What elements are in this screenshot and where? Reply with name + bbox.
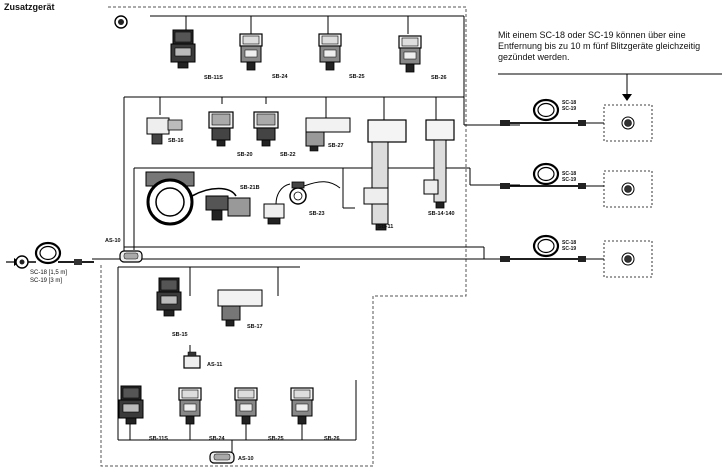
camera-cable — [6, 241, 94, 269]
label-sb26-top: SB-26 — [431, 75, 447, 81]
label-sb22: SB-22 — [280, 152, 296, 158]
label-as10-bottom: AS-10 — [238, 456, 254, 462]
flash-sb14-140 — [423, 119, 455, 209]
remote-cable-3-label: SC-18 SC-19 — [562, 240, 576, 252]
label-sb23: SB-23 — [309, 211, 325, 217]
flash-sb23 — [263, 181, 341, 225]
flash-sb25-top — [318, 33, 342, 71]
flash-sb17 — [217, 289, 263, 327]
flash-sb25-bottom — [234, 387, 258, 425]
flash-sb22 — [253, 111, 279, 147]
note-callout-arrow — [498, 73, 722, 101]
label-sb17: SB-17 — [247, 324, 263, 330]
flash-sb11s-top — [170, 29, 196, 69]
label-sb11s-top: SB-11S — [204, 75, 223, 81]
label-sb11: SB-11 — [378, 224, 394, 230]
camera-cable-label-2: SC-19 [3 m] — [30, 278, 63, 284]
label-sb11s-bottom: SB-11S — [149, 436, 168, 442]
remote-cable-2-line2: SC-19 — [562, 177, 577, 183]
label-sb16: SB-16 — [168, 138, 184, 144]
remote-flash-unit-3 — [603, 240, 653, 278]
section-title: Zusatzgerät — [4, 2, 55, 12]
flash-sb21b — [145, 171, 251, 226]
remote-connection-2 — [500, 162, 605, 189]
remote-cable-1-line2: SC-19 — [562, 106, 577, 112]
remote-trigger-note: Mit einem SC-18 oder SC-19 können über e… — [498, 30, 701, 62]
label-sb24-top: SB-24 — [272, 74, 288, 80]
remote-cable-3-line1: SC-18 — [562, 240, 577, 246]
flash-sb24-top — [239, 33, 263, 71]
label-sb26-bottom: SB-26 — [324, 436, 340, 442]
flash-sb26-bottom — [290, 387, 314, 425]
label-sb14-140: SB-14·140 — [428, 211, 455, 217]
flash-sb11s-bottom — [118, 385, 144, 425]
flash-sb20 — [208, 111, 234, 147]
adapter-as11 — [183, 351, 201, 369]
remote-cable-2-label: SC-18 SC-19 — [562, 171, 576, 183]
flash-sb26-top — [398, 35, 422, 73]
label-as10-top: AS-10 — [105, 238, 121, 244]
remote-cable-2-line1: SC-18 — [562, 171, 577, 177]
camera-cable-label-1: SC-18 [1,5 m] — [30, 270, 68, 276]
flash-sb11 — [363, 119, 407, 231]
remote-cable-3-line2: SC-19 — [562, 246, 577, 252]
label-sb15: SB-15 — [172, 332, 188, 338]
remote-flash-unit-1 — [603, 104, 653, 142]
label-sb27: SB-27 — [328, 143, 344, 149]
label-as11: AS-11 — [207, 362, 223, 368]
adapter-as10-bottom — [209, 451, 235, 464]
flash-sb27 — [305, 117, 351, 152]
remote-cable-1-line1: SC-18 — [562, 100, 577, 106]
connection-lines — [92, 15, 520, 452]
adapter-as10-top — [119, 250, 143, 263]
accessory-boundary — [100, 6, 467, 467]
remote-connection-3 — [500, 234, 605, 262]
label-sb24-bottom: SB-24 — [209, 436, 225, 442]
label-sb25-bottom: SB-25 — [268, 436, 284, 442]
remote-flash-unit-2 — [603, 170, 653, 208]
label-sb25-top: SB-25 — [349, 74, 365, 80]
flash-sb24-bottom — [178, 387, 202, 425]
accessory-symbol-icon — [114, 15, 128, 29]
label-sb21b: SB-21B — [240, 185, 260, 191]
flash-sb16 — [146, 117, 183, 145]
remote-connection-1 — [500, 98, 605, 126]
flash-sb15 — [156, 277, 182, 317]
remote-cable-1-label: SC-18 SC-19 — [562, 100, 576, 112]
label-sb20: SB-20 — [237, 152, 253, 158]
